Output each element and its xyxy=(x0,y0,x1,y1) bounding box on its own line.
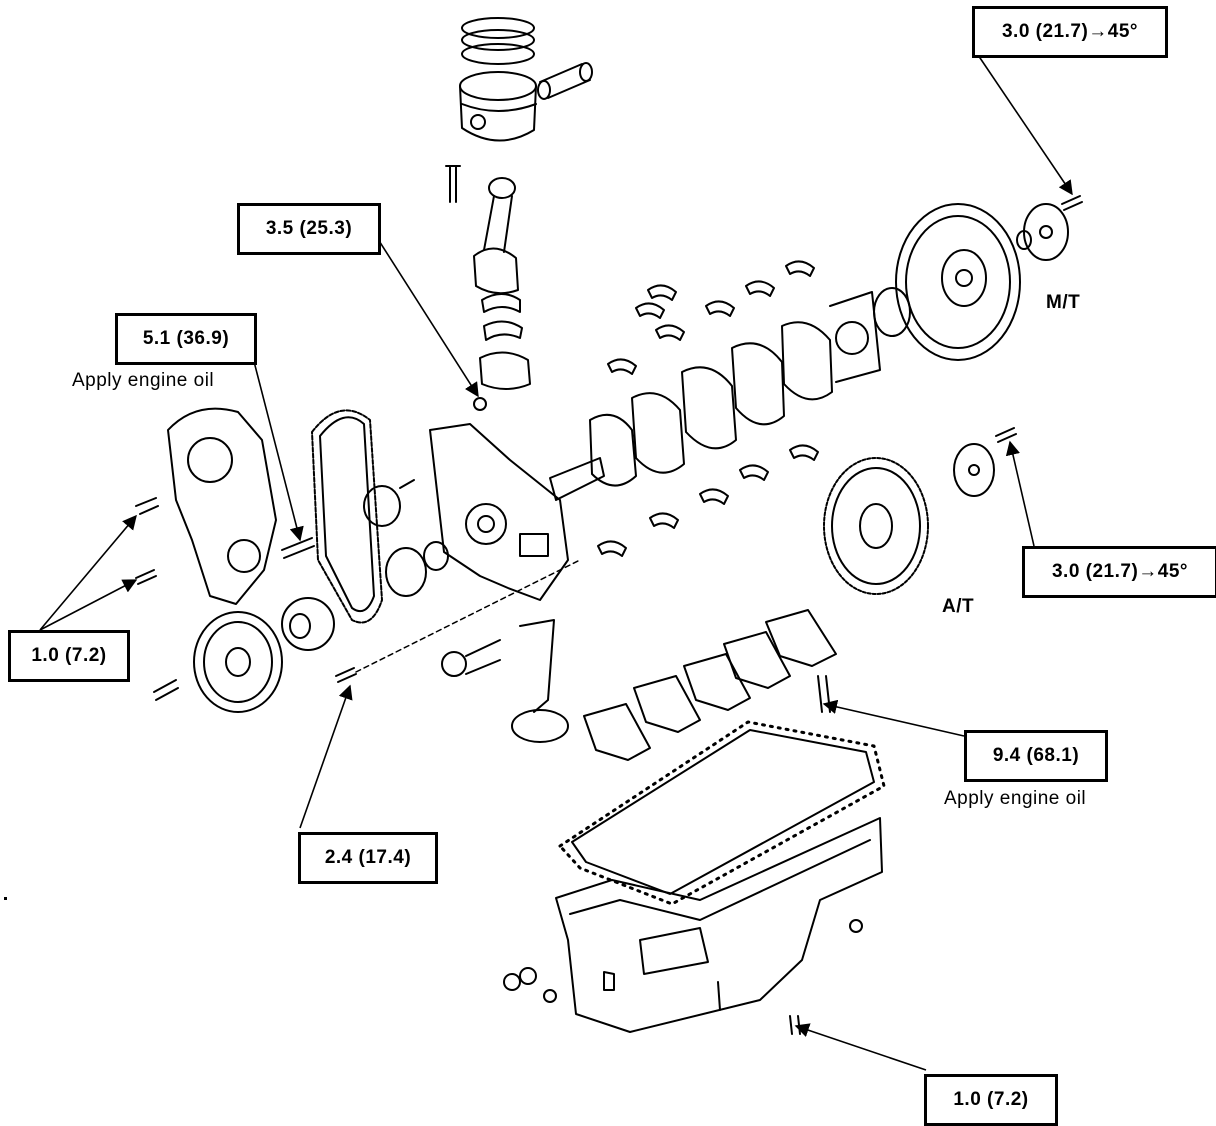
connecting-rod-icon xyxy=(473,177,531,411)
torque-label-flywheel-mt: 3.0 (21.7)→45° xyxy=(972,6,1168,58)
torque-label-cam-pulley: 5.1 (36.9) xyxy=(115,313,257,365)
pulley-icon xyxy=(193,597,335,713)
flywheel-icon xyxy=(895,195,1083,361)
tensioner-icon xyxy=(363,479,449,597)
alignment-line xyxy=(355,559,581,673)
stray-mark xyxy=(4,897,7,900)
oil-pan-gasket-icon xyxy=(558,720,886,906)
leader-flywheel-at xyxy=(1005,440,1035,547)
oil-pan-icon xyxy=(555,817,883,1033)
leader-oil-pan xyxy=(794,1023,927,1071)
oil-pump-icon xyxy=(429,423,569,601)
manual-transmission-label: M/T xyxy=(1046,292,1081,313)
bearing-shell-icon xyxy=(597,260,819,557)
torque-label-cover-bolts: 1.0 (7.2) xyxy=(8,630,130,682)
leader-main-cap xyxy=(822,699,965,737)
bolt-icon xyxy=(445,165,461,203)
timing-belt-icon xyxy=(311,409,383,624)
leader-con-rod xyxy=(375,235,479,398)
bearing-cap-icon xyxy=(583,609,837,761)
timing-cover-icon xyxy=(167,407,277,605)
torque-label-flywheel-at: 3.0 (21.7)→45° xyxy=(1022,546,1216,598)
apply-oil-note-upper: Apply engine oil xyxy=(72,370,215,391)
automatic-transmission-label: A/T xyxy=(942,596,975,617)
torque-label-con-rod: 3.5 (25.3) xyxy=(237,203,381,255)
leader-flywheel-mt xyxy=(975,51,1073,196)
drive-plate-icon xyxy=(823,427,1017,595)
crankshaft-icon xyxy=(549,287,911,501)
leader-cover-1 xyxy=(39,514,137,631)
torque-label-oil-pump: 2.4 (17.4) xyxy=(298,832,438,884)
piston-icon xyxy=(459,17,593,142)
leader-oil-pump xyxy=(299,684,353,829)
apply-oil-note-lower: Apply engine oil xyxy=(944,788,1087,809)
oil-strainer-icon xyxy=(441,619,569,743)
torque-label-main-cap: 9.4 (68.1) xyxy=(964,730,1108,782)
torque-label-oil-pan: 1.0 (7.2) xyxy=(924,1074,1058,1126)
leader-cover-2 xyxy=(39,579,138,631)
bolt-icon xyxy=(135,497,357,701)
leader-cam-pulley xyxy=(249,345,304,542)
